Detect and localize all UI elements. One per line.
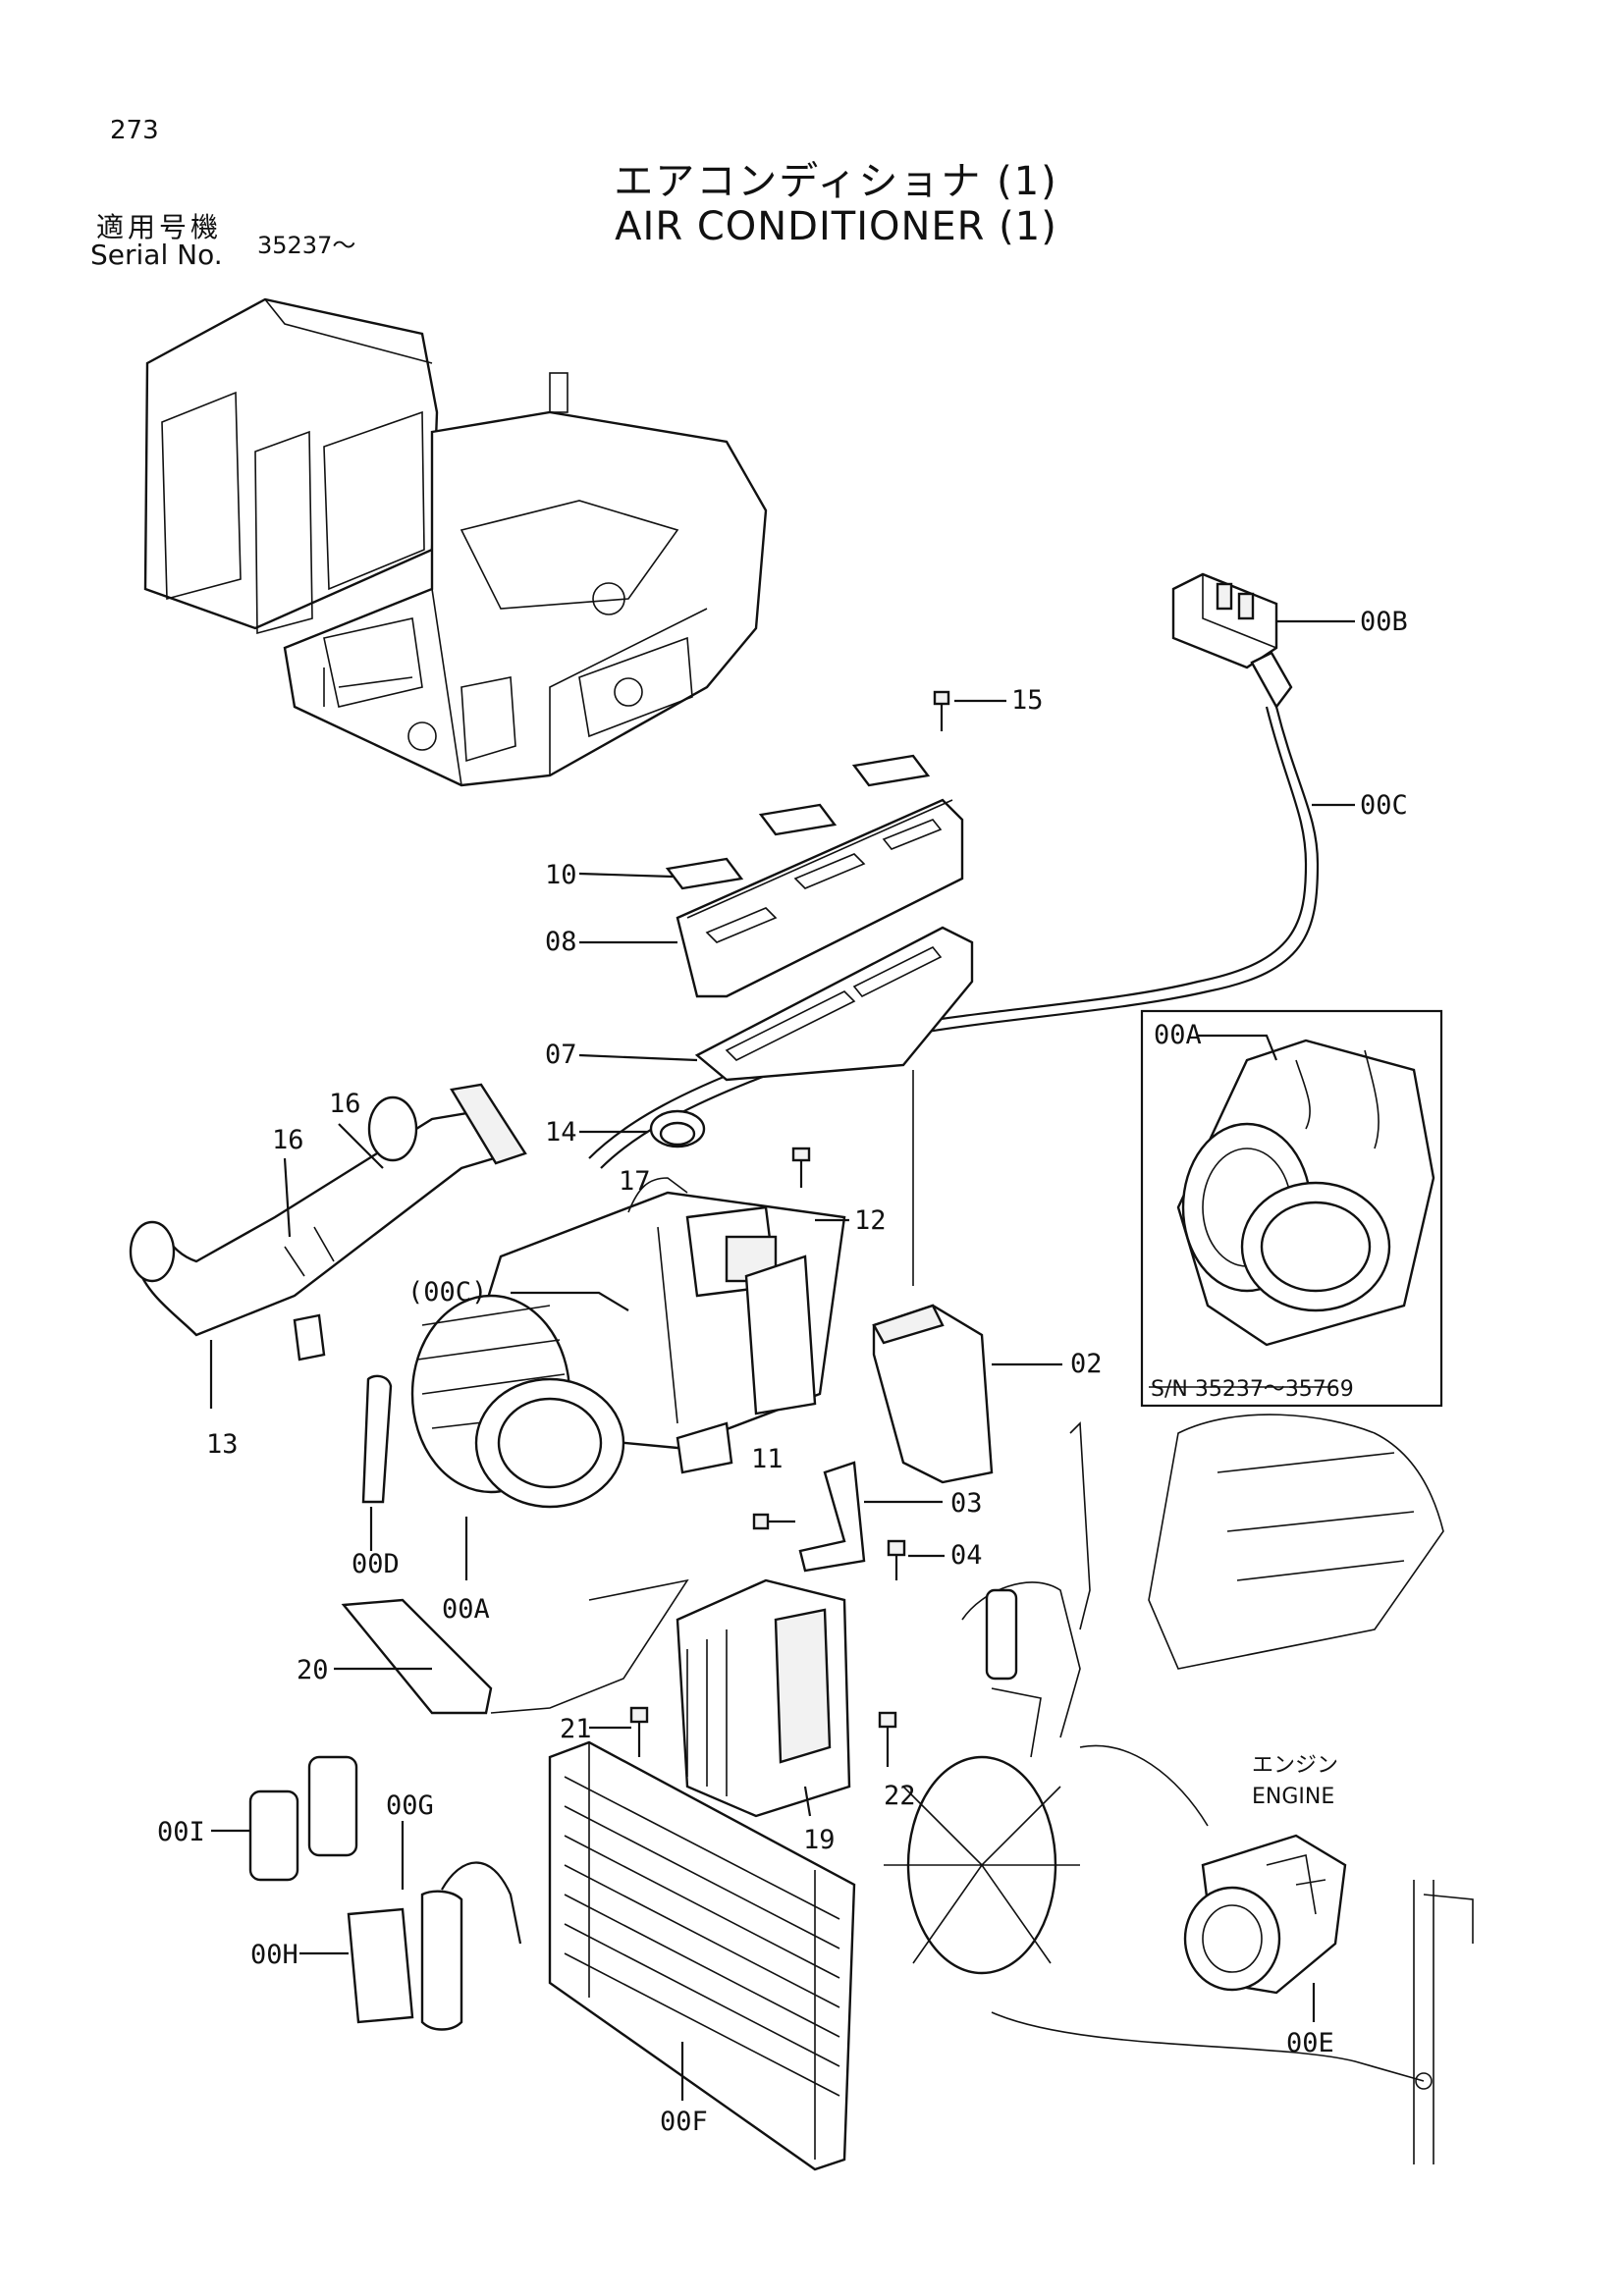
compressor-00E (1183, 1834, 1347, 2022)
callout-00A: 00A (442, 1594, 490, 1625)
callout-02: 02 (1070, 1349, 1103, 1379)
callout-19: 19 (803, 1825, 836, 1855)
bolt-04 (887, 1539, 945, 1580)
callout-17: 17 (619, 1166, 651, 1197)
air-hose-13 (129, 1083, 527, 1409)
inset-panel (1140, 1009, 1443, 1408)
callout-10: 10 (545, 860, 577, 890)
callout-16-upper: 16 (329, 1089, 361, 1119)
callout-00C: 00C (1360, 790, 1408, 821)
page-number: 273 (110, 116, 159, 145)
engine-label-japanese: エンジン (1252, 1753, 1338, 1778)
bracket-00H (299, 1907, 414, 2024)
condenser-00F (548, 1740, 856, 2171)
duct-02 (872, 1304, 1062, 1484)
callout-22: 22 (884, 1781, 916, 1811)
vent-louvers-10 (578, 754, 931, 890)
duct-cover-08 (579, 798, 964, 998)
serial-label-japanese: 適用号機 (96, 211, 223, 243)
callout-00I: 00I (157, 1817, 205, 1847)
callout-00A-inset: 00A (1154, 1020, 1202, 1050)
callout-11: 11 (751, 1444, 784, 1474)
callout-00F: 00F (660, 2107, 708, 2137)
callout-00E: 00E (1286, 2028, 1334, 2058)
callout-03: 03 (950, 1488, 983, 1519)
grommet-14 (579, 1109, 706, 1148)
excavator-overview-drawing (143, 297, 768, 787)
callout-04: 04 (950, 1540, 983, 1571)
duct-07 (578, 926, 974, 1286)
engine-drawing (884, 1414, 1474, 2164)
plate-20 (334, 1578, 689, 1715)
bracket-03 (798, 1461, 943, 1573)
serial-range: 35237～ (257, 232, 356, 259)
receiver-dryer-00I (211, 1755, 358, 1882)
receiver-00G (401, 1821, 522, 2031)
bolt-11 (752, 1513, 795, 1530)
callout-00D: 00D (352, 1549, 400, 1579)
title-japanese: エアコンディショナ (1) (614, 159, 1058, 204)
inset-serial-range: S/N 35237～35769 (1151, 1377, 1354, 1402)
callout-16-lower: 16 (272, 1125, 304, 1155)
engine-label-english: ENGINE (1252, 1785, 1334, 1809)
title-english: AIR CONDITIONER (1) (615, 204, 1057, 249)
drain-hose-00D (361, 1374, 393, 1551)
callout-07: 07 (545, 1040, 577, 1070)
callout-13: 13 (206, 1429, 239, 1460)
callout-00C-paren: (00C) (407, 1277, 487, 1308)
callout-14: 14 (545, 1117, 577, 1148)
callout-20: 20 (297, 1655, 329, 1685)
bolt-22 (878, 1711, 897, 1767)
callout-15: 15 (1011, 685, 1044, 716)
serial-label-english: Serial No. (90, 239, 223, 271)
callout-00H: 00H (250, 1940, 298, 1970)
bolt-15 (933, 690, 1006, 731)
clamps-16 (283, 1123, 384, 1238)
bolt-21 (589, 1706, 649, 1757)
control-panel-00B (1171, 572, 1355, 710)
bolt-12 (791, 1147, 849, 1222)
callout-12: 12 (854, 1205, 887, 1236)
air-conditioner-unit-00A (410, 1177, 846, 1509)
callout-21: 21 (560, 1714, 592, 1744)
harness-00C (588, 706, 1355, 1169)
callout-00G: 00G (386, 1790, 434, 1821)
callout-08: 08 (545, 927, 577, 957)
evaporator-unit-19 (676, 1578, 851, 1818)
callout-00B: 00B (1360, 607, 1408, 637)
